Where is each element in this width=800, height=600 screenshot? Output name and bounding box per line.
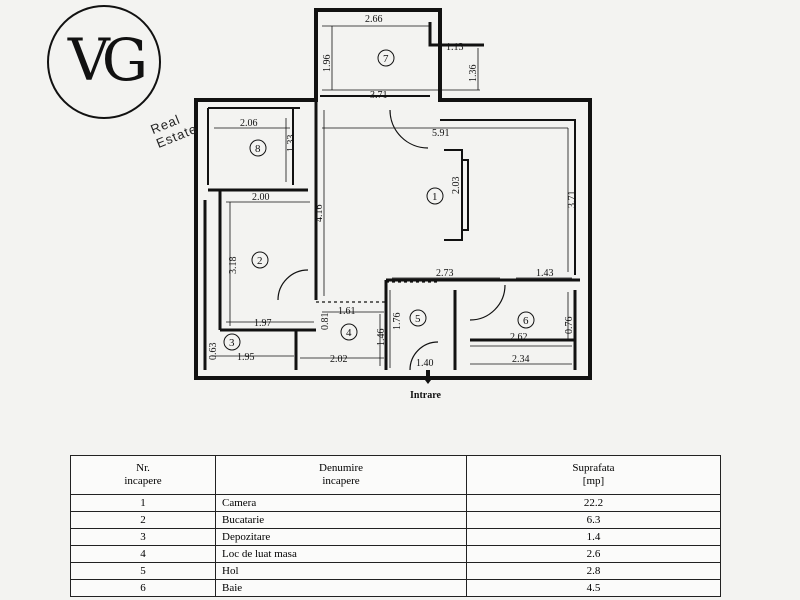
table-row: 6 Baie 4.5 bbox=[70, 579, 721, 597]
room-number-1: 1 bbox=[432, 191, 438, 203]
dim-label: 0.63 bbox=[208, 343, 219, 361]
dim-label: 1.33 bbox=[286, 135, 297, 153]
dim-label: 1.40 bbox=[416, 358, 434, 369]
header-nr-text: Nr. incapere bbox=[124, 462, 162, 487]
dim-label: 1.97 bbox=[254, 318, 272, 329]
cell-nr: 2 bbox=[70, 511, 216, 529]
dim-label: 2.66 bbox=[365, 14, 383, 25]
dashed-partition bbox=[316, 281, 440, 303]
table-row: 2 Bucatarie 6.3 bbox=[70, 511, 721, 529]
header-area-text: Suprafata [mp] bbox=[572, 462, 615, 487]
dim-label: 2.06 bbox=[240, 118, 258, 129]
plan-walls bbox=[194, 8, 592, 380]
cell-area: 2.8 bbox=[466, 562, 721, 580]
header-area: Suprafata [mp] bbox=[466, 455, 721, 495]
cell-area: 6.3 bbox=[466, 511, 721, 529]
cell-name: Camera bbox=[215, 494, 467, 512]
dim-label: 2.00 bbox=[252, 192, 270, 203]
cell-area: 4.5 bbox=[466, 579, 721, 597]
room-number-6: 6 bbox=[523, 315, 529, 327]
room-number-2: 2 bbox=[257, 255, 263, 267]
cell-area: 22.2 bbox=[466, 494, 721, 512]
dim-label: 5.91 bbox=[432, 128, 450, 139]
dim-label: 1.76 bbox=[392, 313, 403, 331]
dim-label: 2.02 bbox=[330, 354, 348, 365]
room-markers bbox=[223, 49, 535, 351]
room-legend-table: Nr. incapere Denumire incapere Suprafata… bbox=[70, 455, 721, 597]
room-number-3: 3 bbox=[229, 337, 235, 349]
cell-nr: 1 bbox=[70, 494, 216, 512]
table-row: 4 Loc de luat masa 2.6 bbox=[70, 545, 721, 563]
logo-letters: VG bbox=[67, 26, 148, 94]
room-number-4: 4 bbox=[346, 327, 352, 339]
dim-label: 1.95 bbox=[237, 352, 255, 363]
company-logo: VG Real Estate bbox=[46, 4, 199, 154]
cell-name: Depozitare bbox=[215, 528, 467, 546]
table-row: 1 Camera 22.2 bbox=[70, 494, 721, 512]
entrance-arrow-icon bbox=[422, 370, 434, 384]
dim-label: 4.16 bbox=[314, 205, 325, 223]
logo-ring bbox=[47, 5, 161, 119]
table-row: 5 Hol 2.8 bbox=[70, 562, 721, 580]
cell-area: 2.6 bbox=[466, 545, 721, 563]
dim-label: 0.81 bbox=[320, 313, 331, 331]
dimension-lines bbox=[212, 25, 572, 368]
dim-label: 1.46 bbox=[376, 329, 387, 347]
header-name: Denumire incapere bbox=[215, 455, 467, 495]
door-swings bbox=[277, 109, 506, 371]
dim-label: 1.96 bbox=[322, 55, 333, 73]
dim-label: 1.36 bbox=[468, 65, 479, 83]
dim-label: 3.71 bbox=[370, 90, 388, 101]
dim-label: 1.43 bbox=[536, 268, 554, 279]
dim-label: 2.03 bbox=[451, 177, 462, 195]
dim-label: 2.62 bbox=[510, 332, 528, 343]
cell-nr: 3 bbox=[70, 528, 216, 546]
cell-name: Hol bbox=[215, 562, 467, 580]
cell-name: Loc de luat masa bbox=[215, 545, 467, 563]
table-row: 3 Depozitare 1.4 bbox=[70, 528, 721, 546]
dim-label: 1.61 bbox=[338, 306, 356, 317]
cell-nr: 6 bbox=[70, 579, 216, 597]
header-nr: Nr. incapere bbox=[70, 455, 216, 495]
room-number-5: 5 bbox=[415, 313, 421, 325]
cell-nr: 4 bbox=[70, 545, 216, 563]
cell-area: 1.4 bbox=[466, 528, 721, 546]
cell-name: Bucatarie bbox=[215, 511, 467, 529]
room-number-8: 8 bbox=[255, 143, 261, 155]
dim-label: 3.18 bbox=[228, 257, 239, 275]
closet-fixture bbox=[444, 149, 469, 241]
header-name-text: Denumire incapere bbox=[319, 462, 363, 487]
entrance-label: Intrare bbox=[410, 390, 441, 401]
dim-label: 0.76 bbox=[564, 317, 575, 335]
room-number-7: 7 bbox=[383, 53, 389, 65]
dim-label: 1.13 bbox=[446, 42, 464, 53]
cell-nr: 5 bbox=[70, 562, 216, 580]
table-header-row: Nr. incapere Denumire incapere Suprafata… bbox=[70, 455, 721, 495]
dim-label: 2.34 bbox=[512, 354, 530, 365]
dim-label: 3.71 bbox=[567, 191, 578, 209]
cell-name: Baie bbox=[215, 579, 467, 597]
dim-label: 2.73 bbox=[436, 268, 454, 279]
